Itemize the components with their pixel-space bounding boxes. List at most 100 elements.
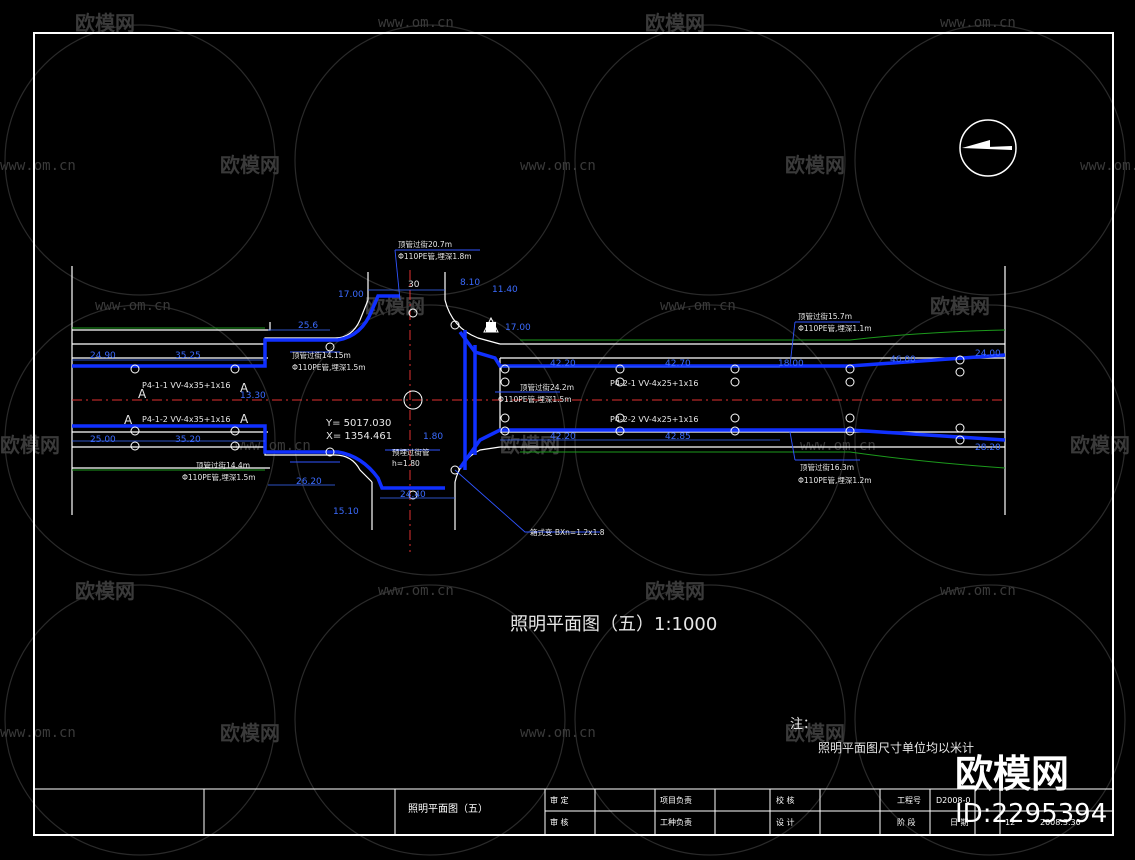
annotation-text: Φ110PE管,埋深1.5m: [182, 472, 256, 482]
wm-brand: 欧模网: [930, 294, 990, 318]
wm-brand: 欧模网: [645, 11, 705, 35]
dim-label: 18.00: [778, 359, 804, 369]
wm-url: www.om.cn: [95, 298, 171, 314]
circuit-labels: P4-1-1 VV-4x35+1x16 P4-1-2 VV-4x35+1x16 …: [142, 379, 698, 424]
north-arrow-icon: [959, 119, 1017, 177]
watermark-layer: 欧模网 欧模网 www.om.cn www.om.cn 欧模网 欧模网 www.…: [0, 11, 1135, 856]
dimension-labels: 24.90 35.25 25.00 35.20 25.6 17.00 30 8.…: [90, 278, 1001, 517]
annotation-text: 箱式变 BXn=1.2x1.8: [530, 527, 605, 537]
annotation-text: h=1.80: [392, 459, 420, 468]
dim-label: 28.20: [975, 443, 1001, 453]
wm-url: www.om.cn: [1080, 158, 1135, 174]
title-block-label: 审 核: [550, 817, 569, 827]
section-mark: A: [138, 387, 147, 401]
wm-url: www.om.cn: [235, 438, 311, 454]
dim-label: 24.90: [90, 351, 116, 361]
wm-url: www.om.cn: [800, 438, 876, 454]
dim-label: 11.40: [492, 285, 518, 295]
dim-label: 30: [408, 280, 420, 290]
section-mark: A: [124, 413, 133, 427]
drawing-frame: [33, 32, 1114, 836]
id-stamp-id: ID:2295394: [955, 799, 1107, 829]
dim-label: 42.20: [550, 359, 576, 369]
annotation-text: 顶管过街16.3m: [800, 462, 854, 472]
wm-url: www.om.cn: [0, 158, 76, 174]
title-block-date: 2008.3.30: [1040, 818, 1081, 827]
title-block-grid: [34, 788, 1113, 835]
wm-brand: 欧模网: [220, 153, 280, 177]
cabinet-marker-icon: [483, 316, 499, 333]
wm-url: www.om.cn: [520, 158, 596, 174]
annotation-text: Φ110PE管,埋深1.8m: [398, 251, 472, 261]
wm-brand: 欧模网: [500, 433, 560, 457]
wm-brand: 欧模网: [220, 721, 280, 745]
annotations: 顶管过街20.7m Φ110PE管,埋深1.8m 顶管过街14.15m Φ110…: [182, 239, 872, 537]
note-label: 注：: [790, 717, 816, 732]
dim-label: 17.00: [338, 290, 364, 300]
annotation-text: Φ110PE管,埋深1.1m: [798, 323, 872, 333]
dim-label: 46.00: [890, 355, 916, 365]
wm-url: www.om.cn: [940, 15, 1016, 31]
wm-brand: 欧模网: [75, 579, 135, 603]
dimension-lines: [72, 289, 780, 499]
dim-label: 24.40: [400, 490, 426, 500]
wm-brand: 欧模网: [1070, 433, 1130, 457]
wm-brand: 欧模网: [0, 433, 60, 457]
wm-url: www.om.cn: [378, 15, 454, 31]
wm-brand: 欧模网: [645, 579, 705, 603]
dim-label: 1.80: [423, 432, 443, 442]
wm-url: www.om.cn: [660, 298, 736, 314]
circuit-label: P4-2-2 VV-4x25+1x16: [610, 415, 698, 424]
annotation-text: 顶管过街14.15m: [292, 350, 351, 360]
title-block-project-no: D2008-0: [936, 796, 971, 805]
title-block-label: 工程号: [897, 796, 921, 805]
annotation-text: 顶管过街20.7m: [398, 239, 452, 249]
annotation-text: 顶管过街14.4m: [196, 460, 250, 470]
dim-label: 42.20: [550, 432, 576, 442]
wm-url: www.om.cn: [0, 725, 76, 741]
wm-url: www.om.cn: [378, 583, 454, 599]
dim-label: 13.30: [240, 391, 266, 401]
title-block-label: 工种负责: [660, 817, 692, 827]
dim-label: 25.6: [298, 321, 318, 331]
wm-brand: 欧模网: [785, 721, 845, 745]
dim-label: 17.00: [505, 323, 531, 333]
title-block-label: 日 期: [950, 818, 969, 827]
road-edges: [71, 266, 1006, 530]
verge-lines: [72, 327, 1006, 471]
circuit-label: P4-1-1 VV-4x35+1x16: [142, 381, 230, 390]
annotation-text: Φ110PE管,埋深1.2m: [798, 475, 872, 485]
title-block-sheet: 12: [1005, 818, 1015, 827]
annotation-text: 顶管过街24.2m: [520, 382, 574, 392]
coordinates: Y= 5017.030 X= 1354.461: [325, 418, 392, 442]
wm-url: www.om.cn: [520, 725, 596, 741]
title-block-label: 审 定: [550, 795, 569, 805]
lamp-poles: [130, 308, 965, 500]
title-block-label: 设 计: [776, 817, 795, 827]
title-block-drawing-name: 照明平面图（五）: [408, 803, 488, 815]
title-block-text: 照明平面图（五） 审 定 审 核 项目负责 工种负责 校 核 设 计 工程号 阶…: [408, 795, 1081, 827]
annotation-text: 预埋过街管: [392, 447, 430, 457]
coordinate-y: Y= 5017.030: [325, 418, 391, 429]
dim-label: 25.00: [90, 435, 116, 445]
circuit-label: P4-1-2 VV-4x35+1x16: [142, 415, 230, 424]
dim-label: 35.20: [175, 435, 201, 445]
section-marks: A A A A: [124, 381, 249, 427]
title-block-label: 阶 段: [897, 817, 916, 827]
dim-label: 35.25: [175, 351, 201, 361]
dim-label: 42.85: [665, 432, 691, 442]
watermark-circles: [4, 24, 1126, 856]
leader-lines: [290, 249, 860, 533]
dim-label: 8.10: [460, 278, 480, 288]
cable-runs: [72, 294, 1006, 490]
section-mark: A: [240, 381, 249, 395]
dim-label: 24.00: [975, 349, 1001, 359]
annotation-text: Φ110PE管,埋深1.5m: [292, 362, 366, 372]
center-lines: [72, 270, 1005, 552]
annotation-text: 顶管过街15.7m: [798, 311, 852, 321]
title-block-label: 校 核: [776, 795, 795, 805]
wm-brand: 欧模网: [75, 11, 135, 35]
annotation-text: Φ110PE管,埋深1.5m: [498, 394, 572, 404]
section-mark: A: [240, 412, 249, 426]
